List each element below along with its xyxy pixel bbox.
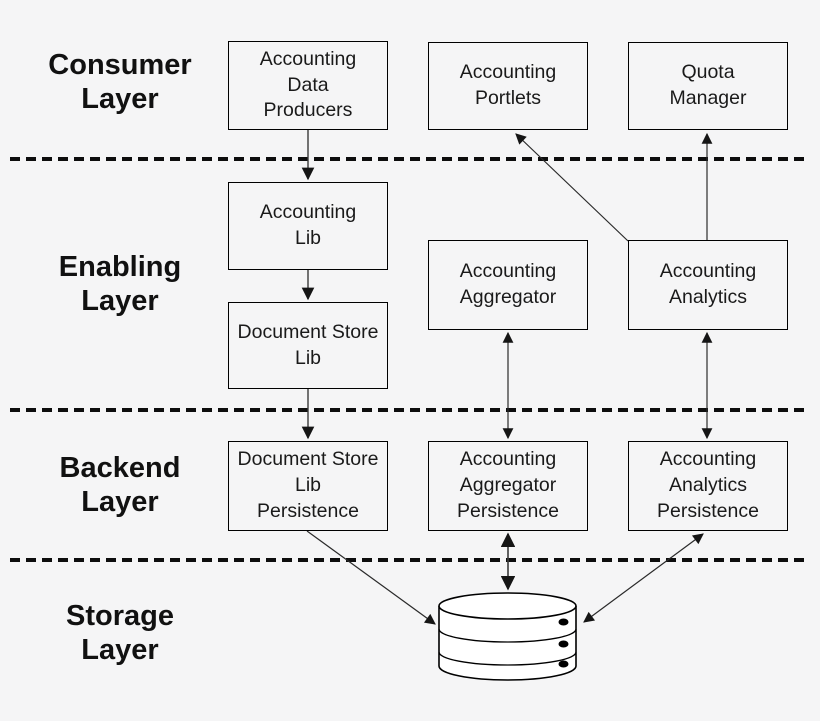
node-document-store-lib-persistence: Document Store Lib Persistence bbox=[228, 441, 388, 531]
node-accounting-lib: Accounting Lib bbox=[228, 182, 388, 270]
node-quota-manager: Quota Manager bbox=[628, 42, 788, 130]
node-accounting-analytics: Accounting Analytics bbox=[628, 240, 788, 330]
node-accounting-aggregator-persistence: Accounting Aggregator Persistence bbox=[428, 441, 588, 531]
node-accounting-data-producers: Accounting Data Producers bbox=[228, 41, 388, 130]
node-accounting-analytics-persistence: Accounting Analytics Persistence bbox=[628, 441, 788, 531]
layer-label-backend: Backend Layer bbox=[59, 452, 181, 518]
edge-doc-persistence-to-database bbox=[306, 530, 436, 625]
node-accounting-portlets: Accounting Portlets bbox=[428, 42, 588, 130]
database-icon bbox=[438, 592, 577, 681]
layer-label-enabling: Enabling Layer bbox=[58, 251, 182, 317]
layer-label-storage: Storage Layer bbox=[66, 600, 174, 666]
node-document-store-lib: Document Store Lib bbox=[228, 302, 388, 389]
edge-analytics-to-portlets bbox=[515, 133, 629, 242]
node-accounting-aggregator: Accounting Aggregator bbox=[428, 240, 588, 330]
edge-analytics-persistence-to-database bbox=[583, 533, 704, 623]
layer-label-consumer: Consumer Layer bbox=[48, 49, 192, 115]
